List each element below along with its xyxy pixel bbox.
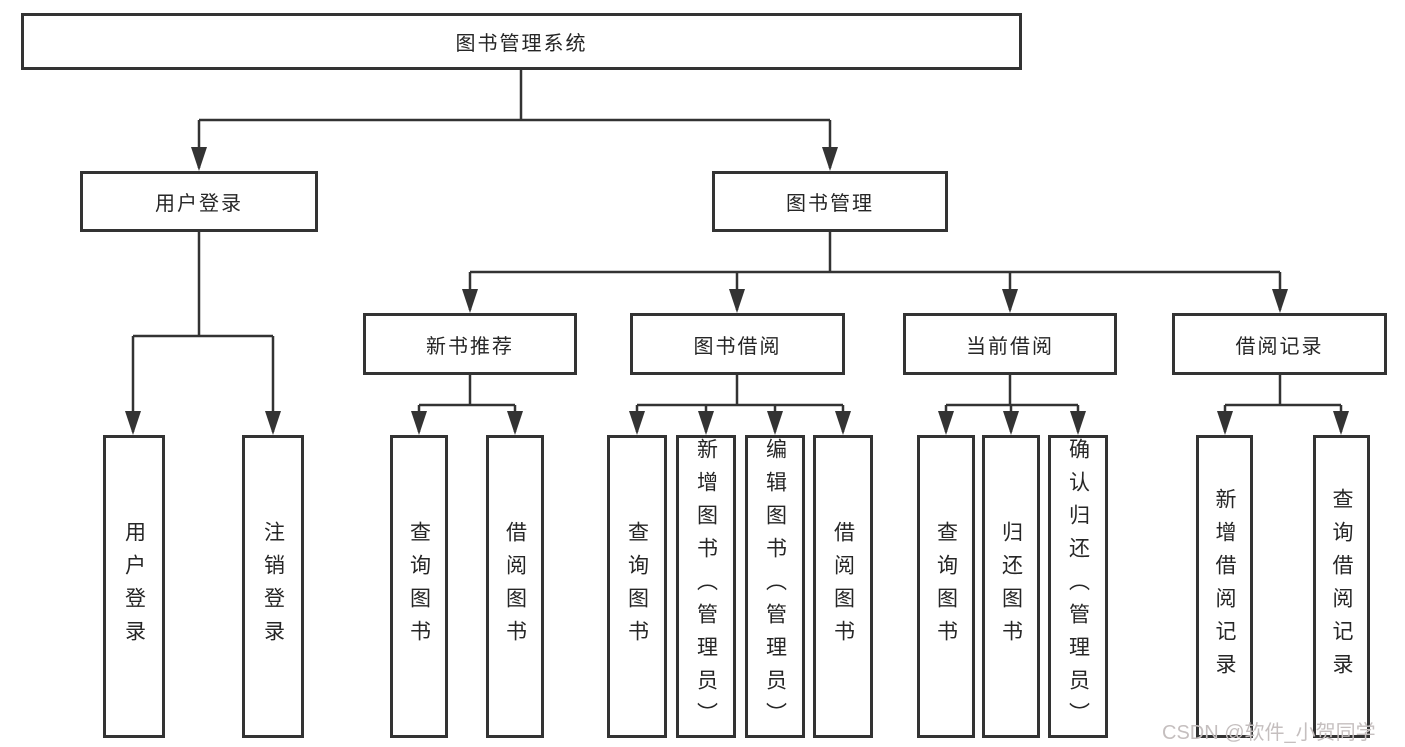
arrowhead xyxy=(767,411,783,435)
arrowhead xyxy=(462,289,478,313)
leaf-logout: 注销登录 xyxy=(242,435,304,738)
leaf-label: 归还图书 xyxy=(999,520,1023,653)
leaf-label: 查询借阅记录 xyxy=(1330,487,1353,686)
arrowhead xyxy=(1003,411,1019,435)
arrowhead xyxy=(1217,411,1233,435)
node-label: 图书管理系统 xyxy=(455,33,588,55)
arrowhead xyxy=(822,147,838,171)
leaf-user-login: 用户登录 xyxy=(103,435,165,738)
node-user-login: 用户登录 xyxy=(80,171,318,232)
arrowhead xyxy=(191,147,207,171)
node-label: 图书借阅 xyxy=(693,335,782,358)
leaf-label: 查询图书 xyxy=(934,520,958,653)
leaf-edit-book-admin: 编辑图书（管理员） xyxy=(745,435,805,738)
arrowhead xyxy=(265,411,281,435)
leaf-add-book-admin: 新增图书（管理员） xyxy=(676,435,736,738)
leaf-query-books-borrow: 查询图书 xyxy=(607,435,667,738)
node-label: 图书管理 xyxy=(786,193,874,215)
leaf-label: 新增图书（管理员） xyxy=(694,438,718,735)
node-label: 新书推荐 xyxy=(426,335,514,358)
leaf-label: 确认归还（管理员） xyxy=(1066,438,1090,735)
arrowhead xyxy=(507,411,523,435)
arrowhead xyxy=(1002,289,1018,313)
arrowhead xyxy=(411,411,427,435)
leaf-label: 新增借阅记录 xyxy=(1213,487,1236,686)
connector-lines xyxy=(131,70,1343,432)
arrowhead xyxy=(835,411,851,435)
watermark-text: CSDN @软件_小贺同学 xyxy=(1162,722,1376,744)
node-borrow-records: 借阅记录 xyxy=(1172,313,1387,375)
arrowhead xyxy=(1070,411,1086,435)
node-current-borrow: 当前借阅 xyxy=(903,313,1117,375)
arrowhead xyxy=(125,411,141,435)
leaf-label: 查询图书 xyxy=(625,520,649,653)
node-book-management: 图书管理 xyxy=(712,171,948,232)
arrowhead xyxy=(698,411,714,435)
node-label: 当前借阅 xyxy=(966,335,1054,358)
leaf-label: 查询图书 xyxy=(407,520,431,653)
arrowhead xyxy=(729,289,745,313)
arrowhead xyxy=(1272,289,1288,313)
leaf-label: 注销登录 xyxy=(261,520,285,653)
leaf-query-borrow-record: 查询借阅记录 xyxy=(1313,435,1370,738)
node-book-borrow: 图书借阅 xyxy=(630,313,845,375)
node-label: 用户登录 xyxy=(155,193,243,215)
leaf-borrow-books: 借阅图书 xyxy=(813,435,873,738)
arrowhead xyxy=(629,411,645,435)
leaf-confirm-return-admin: 确认归还（管理员） xyxy=(1048,435,1108,738)
arrowhead xyxy=(938,411,954,435)
node-new-book-recommend: 新书推荐 xyxy=(363,313,577,375)
leaf-query-books-current: 查询图书 xyxy=(917,435,975,738)
leaf-add-borrow-record: 新增借阅记录 xyxy=(1196,435,1253,738)
arrowhead xyxy=(1333,411,1349,435)
leaf-return-books: 归还图书 xyxy=(982,435,1040,738)
leaf-query-books-recommend: 查询图书 xyxy=(390,435,448,738)
node-library-system: 图书管理系统 xyxy=(21,13,1022,70)
leaf-label: 用户登录 xyxy=(122,520,146,653)
leaf-label: 借阅图书 xyxy=(831,520,855,653)
leaf-borrow-books-recommend: 借阅图书 xyxy=(486,435,544,738)
leaf-label: 编辑图书（管理员） xyxy=(763,438,787,735)
leaf-label: 借阅图书 xyxy=(503,520,527,653)
node-label: 借阅记录 xyxy=(1235,335,1324,358)
